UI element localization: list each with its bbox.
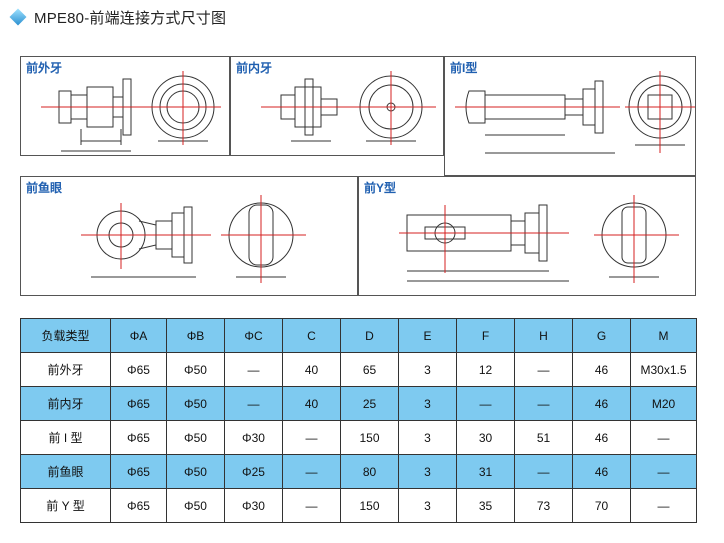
column-header: E [398,318,457,353]
column-header: M [630,318,697,353]
table-cell: 3 [398,454,457,489]
page-header: MPE80-前端连接方式尺寸图 [9,6,227,28]
drawings-area: 前外牙 [20,56,696,296]
page-title: MPE80-前端连接方式尺寸图 [34,9,227,27]
table-cell: Φ50 [166,386,225,421]
table-cell: 30 [456,420,515,455]
table-cell: 150 [340,420,399,455]
table-cell: 前外牙 [20,352,111,387]
table-cell: 12 [456,352,515,387]
column-header: G [572,318,631,353]
table-cell: Φ65 [110,352,167,387]
diamond-icon [9,8,27,26]
table-cell: — [630,420,697,455]
front-internal-thread-drawing [261,71,436,145]
table-header-row: 负载类型 ΦA ΦB ΦC C D E F H G M [20,318,697,353]
drawing-panel-front-external-thread: 前外牙 [20,56,230,156]
drawing-panel-front-rod-eye: 前鱼眼 [20,176,358,296]
table-cell: M30x1.5 [630,352,697,387]
table-cell: 3 [398,420,457,455]
table-cell: Φ50 [166,352,225,387]
table-cell: 73 [514,488,573,523]
front-i-type-drawing [455,71,695,154]
column-header: C [282,318,341,353]
table-cell: 46 [572,454,631,489]
drawing-panel-front-internal-thread: 前内牙 [230,56,444,156]
table-cell: — [224,386,283,421]
table-cell: 31 [456,454,515,489]
column-header: F [456,318,515,353]
table-cell: 70 [572,488,631,523]
front-rod-eye-drawing [81,195,306,283]
table-cell: — [224,352,283,387]
table-cell: Φ65 [110,420,167,455]
panel-label: 前鱼眼 [26,181,63,195]
table-cell: Φ65 [110,454,167,489]
table-cell: 前鱼眼 [20,454,111,489]
table-cell: 3 [398,352,457,387]
table-cell: 25 [340,386,399,421]
column-header: 负载类型 [20,318,111,353]
table-cell: Φ25 [224,454,283,489]
table-cell: 46 [572,420,631,455]
drawing-panel-front-i-type: 前I型 [444,56,696,176]
table-cell: 46 [572,352,631,387]
column-header: ΦC [224,318,283,353]
table-cell: Φ50 [166,420,225,455]
panel-label: 前内牙 [236,61,273,75]
table-cell: 46 [572,386,631,421]
table-cell: Φ30 [224,420,283,455]
table-cell: Φ65 [110,386,167,421]
column-header: ΦB [166,318,225,353]
table-cell: — [282,420,341,455]
table-cell: 65 [340,352,399,387]
table-cell: 前 Y 型 [20,488,111,523]
panel-label: 前Y型 [364,181,397,195]
table-cell: — [630,488,697,523]
table-cell: 3 [398,386,457,421]
table-cell: — [282,488,341,523]
front-y-type-drawing [399,195,679,283]
column-header: D [340,318,399,353]
table-cell: 40 [282,352,341,387]
front-external-thread-drawing [41,71,221,152]
table-cell: Φ65 [110,488,167,523]
table-cell: Φ30 [224,488,283,523]
table-cell: — [630,454,697,489]
table-cell: 150 [340,488,399,523]
column-header: H [514,318,573,353]
table-cell: M20 [630,386,697,421]
table-cell: 前内牙 [20,386,111,421]
table-cell: 35 [456,488,515,523]
table-cell: 前 I 型 [20,420,111,455]
table-cell: Φ50 [166,488,225,523]
table-cell: — [282,454,341,489]
column-header: ΦA [110,318,167,353]
panel-label: 前外牙 [26,61,63,75]
table-cell: Φ50 [166,454,225,489]
drawing-panel-front-y-type: 前Y型 [358,176,696,296]
table-cell: 51 [514,420,573,455]
table-cell: 40 [282,386,341,421]
table-cell: 3 [398,488,457,523]
panel-label: 前I型 [450,61,478,75]
table-cell: — [514,352,573,387]
table-cell: — [514,386,573,421]
table-cell: 80 [340,454,399,489]
table-cell: — [514,454,573,489]
table-cell: — [456,386,515,421]
